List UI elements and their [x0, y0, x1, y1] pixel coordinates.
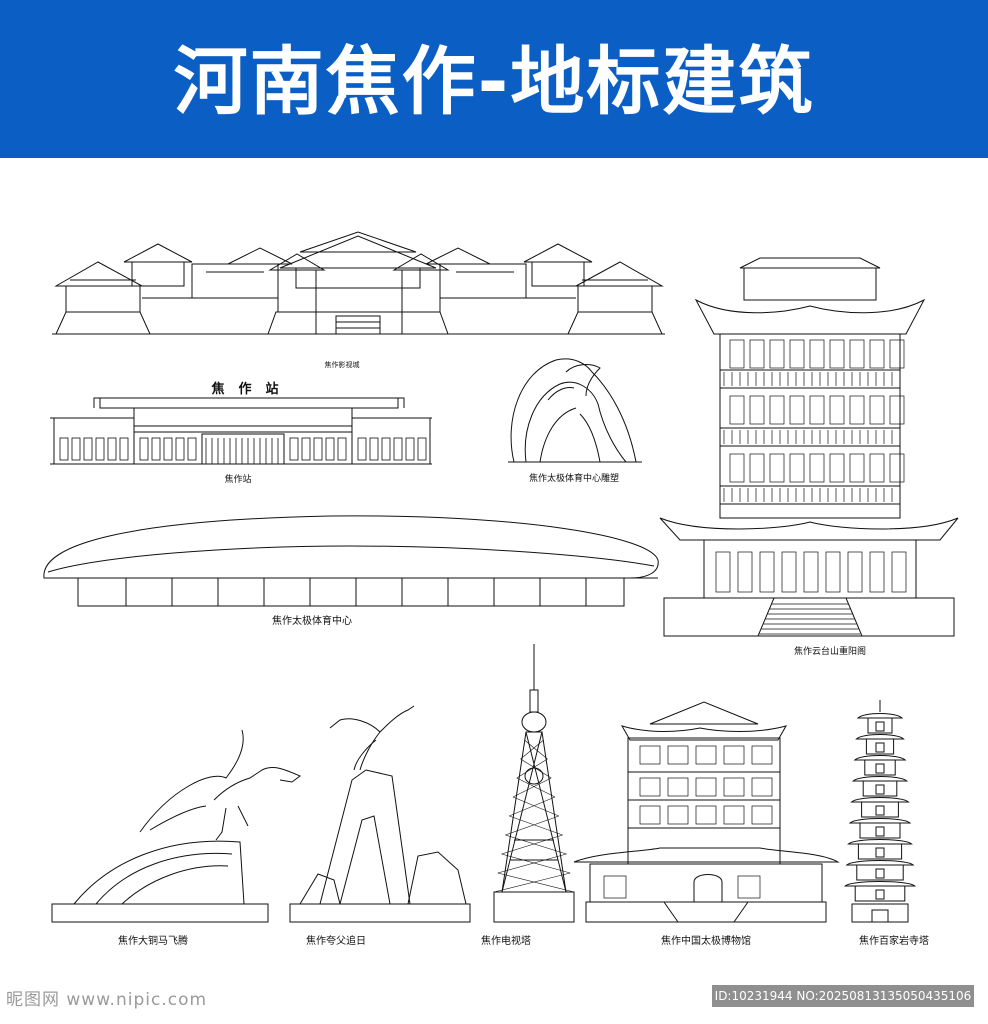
bronze-horse-drawing — [51, 729, 301, 923]
kuafu-drawing — [289, 705, 471, 923]
station-windows — [59, 437, 427, 464]
taiji-sports-center-drawing — [43, 515, 659, 607]
baijiayan-pagoda-drawing — [851, 700, 909, 923]
station-sign-text: 焦作站 — [211, 382, 293, 397]
watermark-site: 昵图网 www.nipic.com — [6, 990, 208, 1010]
title-banner: 河南焦作-地标建筑 — [0, 0, 988, 158]
label-taiji-museum: 焦作中国太极博物馆 — [661, 936, 751, 947]
yuntai-pavilion-drawing — [659, 257, 959, 637]
tv-tower-drawing — [493, 644, 575, 923]
label-film-city: 焦作影视城 — [324, 361, 360, 369]
label-baijiayan-pagoda: 焦作百家岩寺塔 — [859, 936, 929, 947]
watermark-id: ID:10231944 NO:20250813135050435106 — [712, 985, 974, 1007]
label-bronze-horse: 焦作大铜马飞腾 — [118, 936, 188, 947]
label-tv-tower: 焦作电视塔 — [481, 936, 531, 947]
taiji-sculpture-drawing — [508, 358, 642, 463]
label-yuntai-pavilion: 焦作云台山重阳阁 — [793, 647, 867, 657]
label-taiji-sports-center: 焦作太极体育中心 — [272, 616, 352, 627]
taiji-museum-drawing — [573, 701, 840, 923]
pagoda-tiers — [843, 713, 917, 902]
label-station: 焦作站 — [224, 475, 252, 485]
jiaozuo-station-drawing — [50, 397, 432, 465]
pavilion-details — [715, 339, 907, 635]
tv-tower-lattice — [493, 739, 575, 893]
label-taiji-sculpture: 焦作太极体育中心雕塑 — [528, 474, 620, 484]
label-kuafu: 焦作夸父追日 — [306, 936, 366, 947]
film-city-drawing — [52, 231, 665, 335]
page-title: 河南焦作-地标建筑 — [173, 39, 815, 125]
sports-center-columns — [125, 578, 587, 606]
museum-windows — [603, 745, 773, 899]
